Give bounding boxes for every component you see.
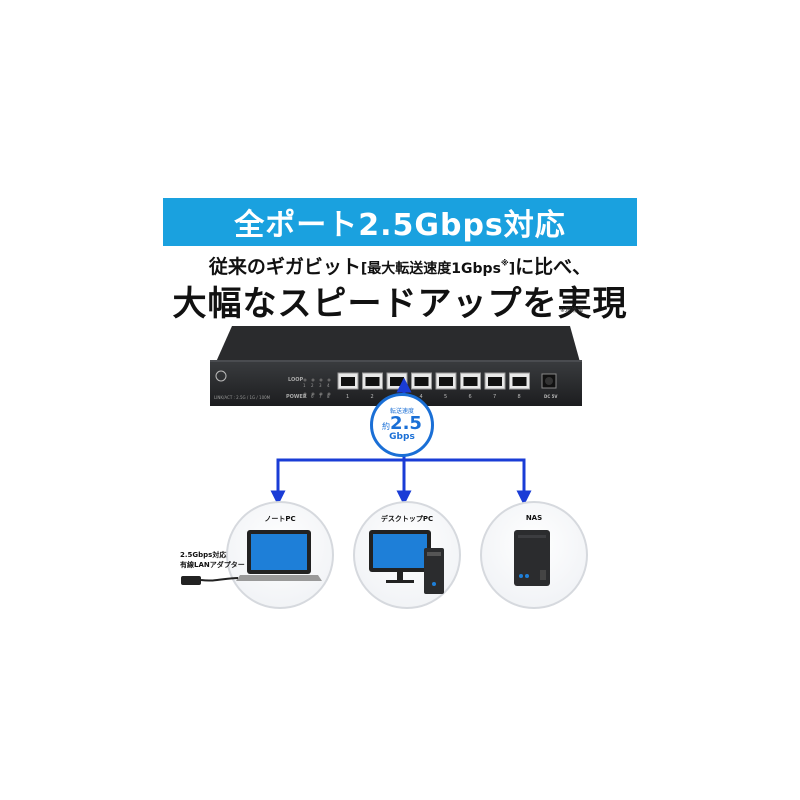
dc-label: DC 5V <box>544 394 558 399</box>
line1-part-b: [最大転送速度1Gbps <box>360 261 501 277</box>
port-number-label: 8 <box>517 394 521 400</box>
line1-part-c: ] <box>508 261 516 277</box>
port-number-label: 4 <box>419 394 423 400</box>
laptop-label: ノートPC <box>264 515 296 523</box>
led-loop-label: LOOP <box>288 377 304 383</box>
speed-badge-unit: Gbps <box>389 431 415 442</box>
line1-mark: ※ <box>500 258 509 268</box>
speed-badge-caption: 転送速度 <box>389 407 414 415</box>
led-number-label: 4 <box>327 383 330 388</box>
status-led <box>303 378 307 382</box>
status-led <box>311 378 315 382</box>
adapter-label-line2: 有線LANアダプター <box>180 561 245 569</box>
led-number-label: 2 <box>311 383 314 388</box>
adapter-label-line1: 2.5Gbps対応 <box>180 551 227 559</box>
nas-label: NAS <box>525 514 543 522</box>
lan-adapter-icon <box>181 576 239 585</box>
led-power-label: POWER <box>286 394 307 400</box>
link-act-label: LINK/ACT : 2.5G / 1G / 100M <box>214 395 271 400</box>
led-number-label: 5 <box>303 394 306 399</box>
led-number-label: 1 <box>303 383 306 388</box>
nas-icon <box>514 530 550 586</box>
led-number-label: 8 <box>327 394 330 399</box>
adapter-label: 2.5Gbps対応 有線LANアダプター <box>180 550 245 570</box>
port-number-label: 1 <box>346 394 350 400</box>
status-led <box>303 392 307 396</box>
footnote: ※理論値 <box>560 307 584 314</box>
banner-text: 全ポート2.5Gbps対応 <box>234 208 566 243</box>
port-number-label: 5 <box>444 394 448 400</box>
headline-line-2: 大幅なスピードアップを実現 <box>172 284 628 324</box>
desktop-icon <box>369 530 444 594</box>
status-led <box>327 378 331 382</box>
network-switch <box>210 326 582 406</box>
laptop-icon <box>236 530 322 581</box>
status-led <box>319 378 323 382</box>
speed-badge-prefix: 約 <box>382 421 391 431</box>
headline-line-1: 従来のギガビット[最大転送速度1Gbps※]に比べ、 <box>0 252 800 279</box>
line1-part-d: に比べ、 <box>515 256 592 278</box>
port-number-label: 6 <box>468 394 472 400</box>
port-number-label: 2 <box>370 394 374 400</box>
line1-part-a: 従来のギガビット <box>208 256 361 278</box>
status-led <box>311 392 315 396</box>
desktop-label: デスクトップPC <box>380 515 434 523</box>
speed-badge: 転送速度 約 2.5 Gbps <box>370 393 434 457</box>
led-number-label: 6 <box>311 394 314 399</box>
port-number-label: 7 <box>493 394 497 400</box>
headline-banner: 全ポート2.5Gbps対応 <box>163 198 637 246</box>
led-number-label: 7 <box>319 394 322 399</box>
power-icon <box>215 370 227 382</box>
speed-badge-value: 2.5 <box>390 412 422 434</box>
status-led <box>319 392 323 396</box>
status-led <box>327 392 331 396</box>
led-number-label: 3 <box>319 383 322 388</box>
